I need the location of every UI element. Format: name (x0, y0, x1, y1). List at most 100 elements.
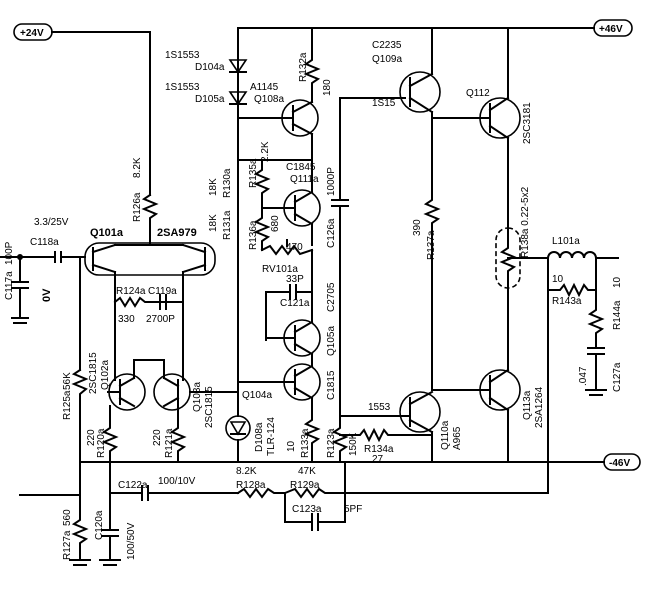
q101-ref: Q101a (90, 227, 124, 239)
r129-val: 47K (298, 466, 316, 477)
rv101-val: 470 (286, 242, 303, 253)
r121-val: 220 (152, 429, 163, 446)
c121-ref: C121a (280, 298, 310, 309)
q112-ref: Q112 (466, 88, 490, 99)
c122-ref: C122a (118, 480, 148, 491)
resistor-r132: R132a 180 (298, 27, 333, 103)
c123-ref: C123a (292, 504, 322, 515)
resistor-r143: 10 R143a (547, 257, 597, 307)
q110-diode: 1553 (368, 402, 391, 413)
capacitor-c122: C122a 100/10V (109, 461, 239, 501)
c117-ref: C117a (4, 271, 15, 300)
resistor-r136: R136a 680 (248, 207, 281, 251)
transistor-q103: Q103a 2SC1815 (153, 373, 215, 428)
r136-val: 680 (270, 215, 281, 232)
rail-minus46-terminal: -46V (603, 453, 641, 471)
rv101-ref: RV101a (262, 264, 298, 275)
d105-type: 1S1553 (165, 82, 200, 93)
r125-ref: R125a (62, 390, 73, 420)
capacitor-c120: C120a 100/50V (94, 492, 137, 566)
resistor-r121: R121a 220 (152, 405, 187, 463)
r144-val: 10 (612, 276, 623, 288)
rail-plus46-terminal: +46V (593, 19, 633, 37)
q105-ref: Q105a (326, 326, 337, 356)
diode-d105: 1S1553 D105a (165, 82, 248, 106)
c119-ref: C119a (148, 286, 177, 297)
c117-val: 100P (4, 241, 15, 265)
r135-val: 2.2K (260, 141, 271, 162)
r127-ref: R127a (62, 530, 73, 560)
r121-ref: R121a (164, 428, 175, 458)
r138-label: R138a 0.22-5x2 (520, 186, 531, 258)
r134-ref: R134a (364, 444, 394, 455)
resistor-r135: R135a 2.2K (248, 141, 271, 209)
rail-minus46-label: -46V (609, 458, 630, 469)
led-d108: D108a TLR-124 (225, 391, 277, 463)
rail-plus24-label: +24V (20, 28, 44, 39)
r125-val: 56K (62, 372, 73, 390)
r143-val: 10 (552, 274, 564, 285)
c127-val: .047 (578, 366, 589, 386)
r132-val: 180 (322, 79, 333, 96)
q113-ref: Q113a (522, 390, 533, 420)
c120-val: 100/50V (126, 522, 137, 560)
r123-ref: R123a (326, 428, 337, 458)
r134-val: 27 (372, 454, 384, 465)
capacitor-c126: 1000P C126a (326, 97, 349, 417)
r133-ref: R133a (300, 428, 311, 458)
d105-ref: D105a (195, 94, 225, 105)
r126-val: 8.2K (132, 157, 143, 178)
resistor-r125: R125a 56K (62, 256, 89, 496)
r127-val: 560 (62, 509, 73, 526)
resistor-r126: R126a 8.2K (132, 157, 159, 246)
transistor-q108: A1145 Q108a (237, 82, 319, 137)
q109-type: C2235 (372, 40, 402, 51)
q108-ref: Q108a (254, 94, 284, 105)
r124-val: 330 (118, 314, 135, 325)
q110-type: A965 (452, 426, 463, 450)
r131-val: 18K (208, 214, 219, 232)
c119-val: 2700P (146, 314, 175, 325)
r133-val: 10 (286, 440, 297, 452)
d104-ref: D104a (195, 62, 225, 73)
c126-ref: C126a (326, 218, 337, 248)
q113-type: 2SA1264 (534, 386, 545, 428)
q112-type: 2SC3181 (522, 102, 533, 144)
r128-val: 8.2K (236, 466, 257, 477)
r124-ref: R124a (116, 286, 146, 297)
r137-val: 390 (412, 219, 423, 236)
r136-ref: R136a (248, 220, 259, 250)
resistor-r130: 18K R130a (208, 168, 233, 198)
resistor-r133: R133a 10 (286, 397, 321, 463)
capacitor-c121: 33P C121a (265, 274, 313, 341)
r143-ref: R143a (552, 296, 582, 307)
r144-ref: R144a (612, 300, 623, 330)
zero-volt-label: 0V (41, 288, 53, 302)
q104-type: C1815 (326, 370, 337, 400)
r135-ref: R135a (248, 158, 259, 188)
q111-ref: Q111a (290, 174, 319, 185)
c118-ref: C118a (30, 237, 59, 248)
transistor-q112: Q112 2SC3181 (466, 27, 533, 231)
q111-type: C1845 (286, 162, 316, 173)
c123-val: 5PF (344, 504, 362, 515)
q109-diode: 1S15 (372, 98, 396, 109)
transistor-q111: C1845 Q111a (261, 162, 321, 227)
resistor-r123: R123a 150K (326, 415, 359, 463)
transistor-q110: 1553 Q110a A965 (339, 390, 463, 463)
q104-ref: Q104a (242, 390, 272, 401)
q110-ref: Q110a (440, 420, 451, 450)
q102-ref: Q102a (100, 360, 111, 390)
r120-ref: R120a (96, 428, 107, 458)
q108-type: A1145 (250, 82, 279, 93)
capacitor-c117: C117a 100P (4, 241, 29, 324)
transistor-q105: Q105a C2705 (265, 282, 337, 357)
l101-ref: L101a (552, 236, 580, 247)
resistor-r128: 8.2K R128a (236, 466, 286, 499)
resistor-r138: R138a 0.22-5x2 (495, 186, 531, 357)
resistor-r127: R127a 560 (62, 494, 91, 566)
resistor-r134: R134a 27 (339, 427, 433, 465)
r130-val: 18K (208, 178, 219, 196)
q109-ref: Q109a (372, 54, 402, 65)
